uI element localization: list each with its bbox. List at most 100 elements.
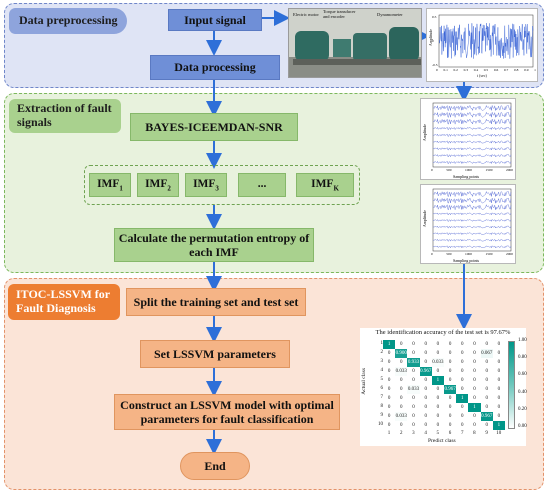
confusion-cell: 0	[395, 376, 408, 385]
confusion-cell: 0	[419, 421, 432, 430]
signal-xlabel: t (sec)	[477, 73, 487, 78]
construct-line2: parameters for fault classification	[140, 412, 314, 426]
confusion-cell: 0	[443, 421, 457, 430]
confusion-cell: 0	[443, 349, 457, 358]
imf-k-subscript: K	[333, 183, 339, 192]
confusion-cell: 0	[468, 412, 481, 421]
input-signal-text: Input signal	[184, 12, 246, 27]
confusion-cell: 0.033	[395, 367, 408, 376]
colorbar-tick: 0.40	[518, 389, 527, 395]
confusion-col-label: 8	[473, 431, 476, 436]
confusion-row-label: 2	[380, 350, 384, 355]
confusion-col-label: 2	[399, 431, 403, 436]
imf-plot-2-xtick: 2000	[506, 252, 513, 256]
confusion-cell: 0	[431, 385, 444, 394]
confusion-cell: 1	[383, 340, 396, 349]
confusion-cell: 0	[443, 376, 457, 385]
colorbar-tick: 0.60	[518, 372, 527, 378]
confusion-cell: 0	[443, 340, 457, 349]
data-preprocessing-label-text: Data preprocessing	[19, 13, 118, 28]
confusion-cell: 0	[419, 403, 432, 412]
split-dataset-box: Split the training set and test set	[126, 288, 306, 316]
fault-extraction-label-line1: Extraction of fault	[17, 101, 112, 116]
imf-3-subscript: 3	[215, 183, 219, 192]
confusion-matrix-ylabel: Actual class	[361, 368, 367, 395]
signal-xtick: 0.8	[514, 68, 519, 72]
imf-plot-1-xtick: 500	[446, 168, 452, 172]
confusion-cell: 0.933	[407, 358, 420, 367]
confusion-cell: 0	[456, 358, 469, 367]
imf-plot-2-xlabel: Sampling points	[453, 258, 480, 263]
imf-3-box: IMF3	[185, 173, 227, 197]
confusion-cell: 0	[468, 349, 481, 358]
confusion-row-label: 4	[380, 368, 384, 373]
label-torque-line2: and encoder	[323, 13, 345, 19]
set-parameters-box: Set LSSVM parameters	[140, 340, 290, 368]
confusion-cell: 0	[492, 376, 505, 385]
imf-2-subscript: 2	[167, 183, 171, 192]
confusion-cell: 0	[395, 421, 408, 430]
imf-trace	[432, 153, 512, 158]
confusion-cell: 0	[407, 367, 420, 376]
confusion-cell: 0	[480, 385, 493, 394]
confusion-cell: 0.033	[431, 358, 444, 367]
confusion-cell: 0	[383, 403, 396, 412]
signal-xtick: 0.4	[473, 68, 479, 72]
confusion-cell: 0	[383, 421, 396, 430]
imf-trace	[432, 140, 512, 144]
confusion-row-label: 7	[380, 395, 384, 400]
imf-trace	[432, 225, 512, 229]
confusion-cell: 0	[395, 385, 408, 394]
data-preprocessing-label: Data preprocessing	[9, 8, 127, 34]
confusion-cell: 0	[468, 340, 481, 349]
confusion-cell: 0	[468, 421, 481, 430]
confusion-cell: 0	[407, 421, 420, 430]
label-dynamometer: Dynamometer	[377, 12, 403, 17]
confusion-cell: 0.033	[407, 385, 420, 394]
confusion-cell: 0	[492, 367, 505, 376]
confusion-cell: 0	[443, 358, 457, 367]
signal-xtick: 0.5	[483, 68, 489, 72]
decomposition-box: BAYES-ICEEMDAN-SNR	[130, 113, 298, 141]
confusion-cell: 0	[419, 394, 432, 403]
confusion-cell: 0	[468, 358, 481, 367]
imf-trace	[432, 204, 512, 211]
end-terminal: End	[180, 452, 250, 480]
fault-extraction-label-line2: signals	[17, 115, 52, 129]
imf-group	[84, 165, 360, 205]
imf-trace	[432, 111, 512, 118]
confusion-cell: 0	[431, 394, 444, 403]
confusion-cell: 0	[419, 412, 432, 421]
confusion-cell: 0	[383, 358, 396, 367]
confusion-cell: 1	[456, 394, 469, 403]
confusion-row-label: 10	[378, 422, 383, 427]
raw-signal-waveform	[438, 14, 534, 68]
construct-line1: Construct an LSSVM model with optimal	[120, 397, 334, 412]
confusion-cell: 0	[407, 412, 420, 421]
confusion-cell: 0	[480, 367, 493, 376]
confusion-cell: 0	[480, 358, 493, 367]
confusion-cell: 0	[456, 340, 469, 349]
signal-xtick: 0	[436, 68, 438, 72]
imf-3-text: IMF	[193, 177, 216, 190]
confusion-cell: 0	[492, 394, 505, 403]
confusion-cell: 0	[492, 412, 505, 421]
imf-1-text: IMF	[97, 177, 120, 190]
confusion-cell: 0	[443, 394, 457, 403]
imf-plot-1-xtick: 0	[431, 168, 433, 172]
confusion-col-label: 6	[448, 431, 452, 436]
imf-trace	[432, 197, 512, 204]
confusion-row-label: 3	[380, 359, 384, 364]
confusion-cell: 0	[407, 376, 420, 385]
confusion-cell: 0	[383, 367, 396, 376]
confusion-cell: 0	[468, 385, 481, 394]
confusion-col-label: 5	[436, 431, 440, 436]
